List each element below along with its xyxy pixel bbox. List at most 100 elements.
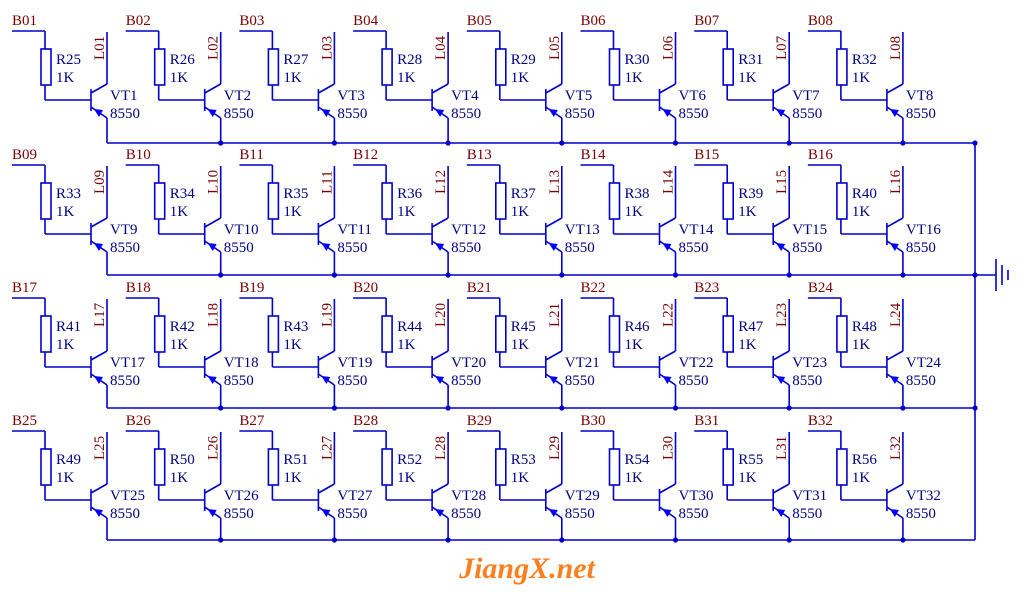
resistor-value: 1K: [56, 470, 75, 486]
transistor-label: VT30: [679, 488, 714, 504]
transistor-type: 8550: [224, 506, 254, 522]
transistor-label: VT21: [565, 355, 600, 371]
base-net-label: B27: [239, 413, 265, 429]
resistor-icon: [153, 182, 166, 220]
base-net-label: B24: [808, 280, 834, 296]
emitter-arrow-icon: [435, 243, 445, 251]
collector-wire: [659, 217, 676, 228]
base-net-label: B02: [126, 13, 151, 29]
emitter-arrow-icon: [207, 109, 217, 117]
resistor-icon: [267, 182, 280, 220]
collector-wire: [545, 217, 563, 228]
collector-wire: [886, 483, 904, 494]
base-net-label: B13: [467, 147, 492, 163]
collector-wire: [772, 217, 790, 228]
resistor-icon: [836, 182, 848, 220]
resistor-label: R35: [283, 186, 308, 202]
resistor-icon: [722, 448, 735, 486]
resistor-icon: [608, 448, 621, 486]
emitter-arrow-icon: [776, 109, 786, 117]
resistor-icon: [494, 448, 507, 486]
emitter-arrow-icon: [435, 376, 445, 384]
base-net-label: B10: [126, 147, 151, 163]
resistor-label: R46: [625, 319, 651, 335]
emitter-arrow-icon: [321, 509, 331, 517]
resistor-label: R33: [56, 186, 81, 202]
resistor-icon: [494, 48, 507, 86]
transistor-type: 8550: [337, 240, 367, 256]
transistor-label: VT19: [337, 355, 372, 371]
base-net-label: B09: [12, 147, 37, 163]
resistor-value: 1K: [170, 70, 189, 86]
transistor-type: 8550: [906, 106, 936, 122]
transistor-type: 8550: [337, 506, 367, 522]
led-net-label: L05: [547, 36, 563, 60]
led-net-label: L28: [433, 436, 449, 460]
emitter-arrow-icon: [321, 243, 331, 251]
collector-wire: [545, 483, 563, 494]
base-net-label: B07: [694, 13, 720, 29]
emitter-arrow-icon: [776, 243, 786, 251]
resistor-value: 1K: [56, 337, 75, 353]
transistor-label: VT10: [224, 222, 259, 238]
resistor-label: R54: [625, 452, 651, 468]
resistor-label: R41: [56, 319, 81, 335]
resistor-label: R31: [738, 52, 763, 68]
base-net-label: B17: [12, 280, 38, 296]
transistor-type: 8550: [110, 106, 140, 122]
transistor-cells: B01R251KL01VT18550B02R261KL02VT28550B03R…: [12, 13, 941, 543]
resistor-value: 1K: [397, 70, 416, 86]
emitter-arrow-icon: [548, 109, 558, 117]
transistor-label: VT11: [337, 222, 371, 238]
transistor-type: 8550: [565, 373, 595, 389]
emitter-arrow-icon: [662, 376, 672, 384]
resistor-icon: [153, 448, 166, 486]
transistor-label: VT26: [224, 488, 259, 504]
transistor-type: 8550: [110, 240, 140, 256]
base-net-label: B12: [353, 147, 378, 163]
ground-icon: [975, 259, 1009, 291]
resistor-label: R52: [397, 452, 422, 468]
resistor-label: R37: [511, 186, 537, 202]
resistor-label: R44: [397, 319, 423, 335]
base-net-label: B18: [126, 280, 151, 296]
resistor-label: R29: [511, 52, 536, 68]
base-net-label: B16: [808, 147, 834, 163]
collector-wire: [431, 483, 449, 494]
emitter-arrow-icon: [94, 109, 103, 117]
resistor-icon: [722, 182, 735, 220]
emitter-arrow-icon: [662, 243, 672, 251]
collector-wire: [431, 217, 449, 228]
transistor-label: VT25: [110, 488, 145, 504]
base-net-label: B28: [353, 413, 378, 429]
resistor-icon: [381, 315, 393, 353]
resistor-label: R53: [511, 452, 536, 468]
collector-wire: [204, 483, 222, 494]
collector-wire: [886, 217, 904, 228]
base-net-label: B15: [694, 147, 719, 163]
base-net-label: B08: [808, 13, 833, 29]
led-net-label: L14: [661, 169, 677, 194]
led-net-label: L01: [92, 36, 108, 60]
resistor-value: 1K: [511, 470, 530, 486]
led-net-label: L11: [319, 170, 335, 194]
transistor-label: VT4: [451, 88, 479, 104]
led-net-label: L03: [319, 36, 335, 60]
base-net-label: B11: [239, 147, 263, 163]
collector-wire: [545, 350, 563, 361]
resistor-value: 1K: [738, 70, 757, 86]
base-net-label: B29: [467, 413, 492, 429]
collector-wire: [318, 83, 335, 94]
collector-wire: [204, 83, 222, 94]
transistor-label: VT15: [792, 222, 827, 238]
transistor-label: VT7: [792, 88, 820, 104]
led-net-label: L15: [774, 170, 790, 194]
emitter-arrow-icon: [321, 109, 331, 117]
collector-wire: [772, 350, 790, 361]
transistor-type: 8550: [906, 506, 936, 522]
